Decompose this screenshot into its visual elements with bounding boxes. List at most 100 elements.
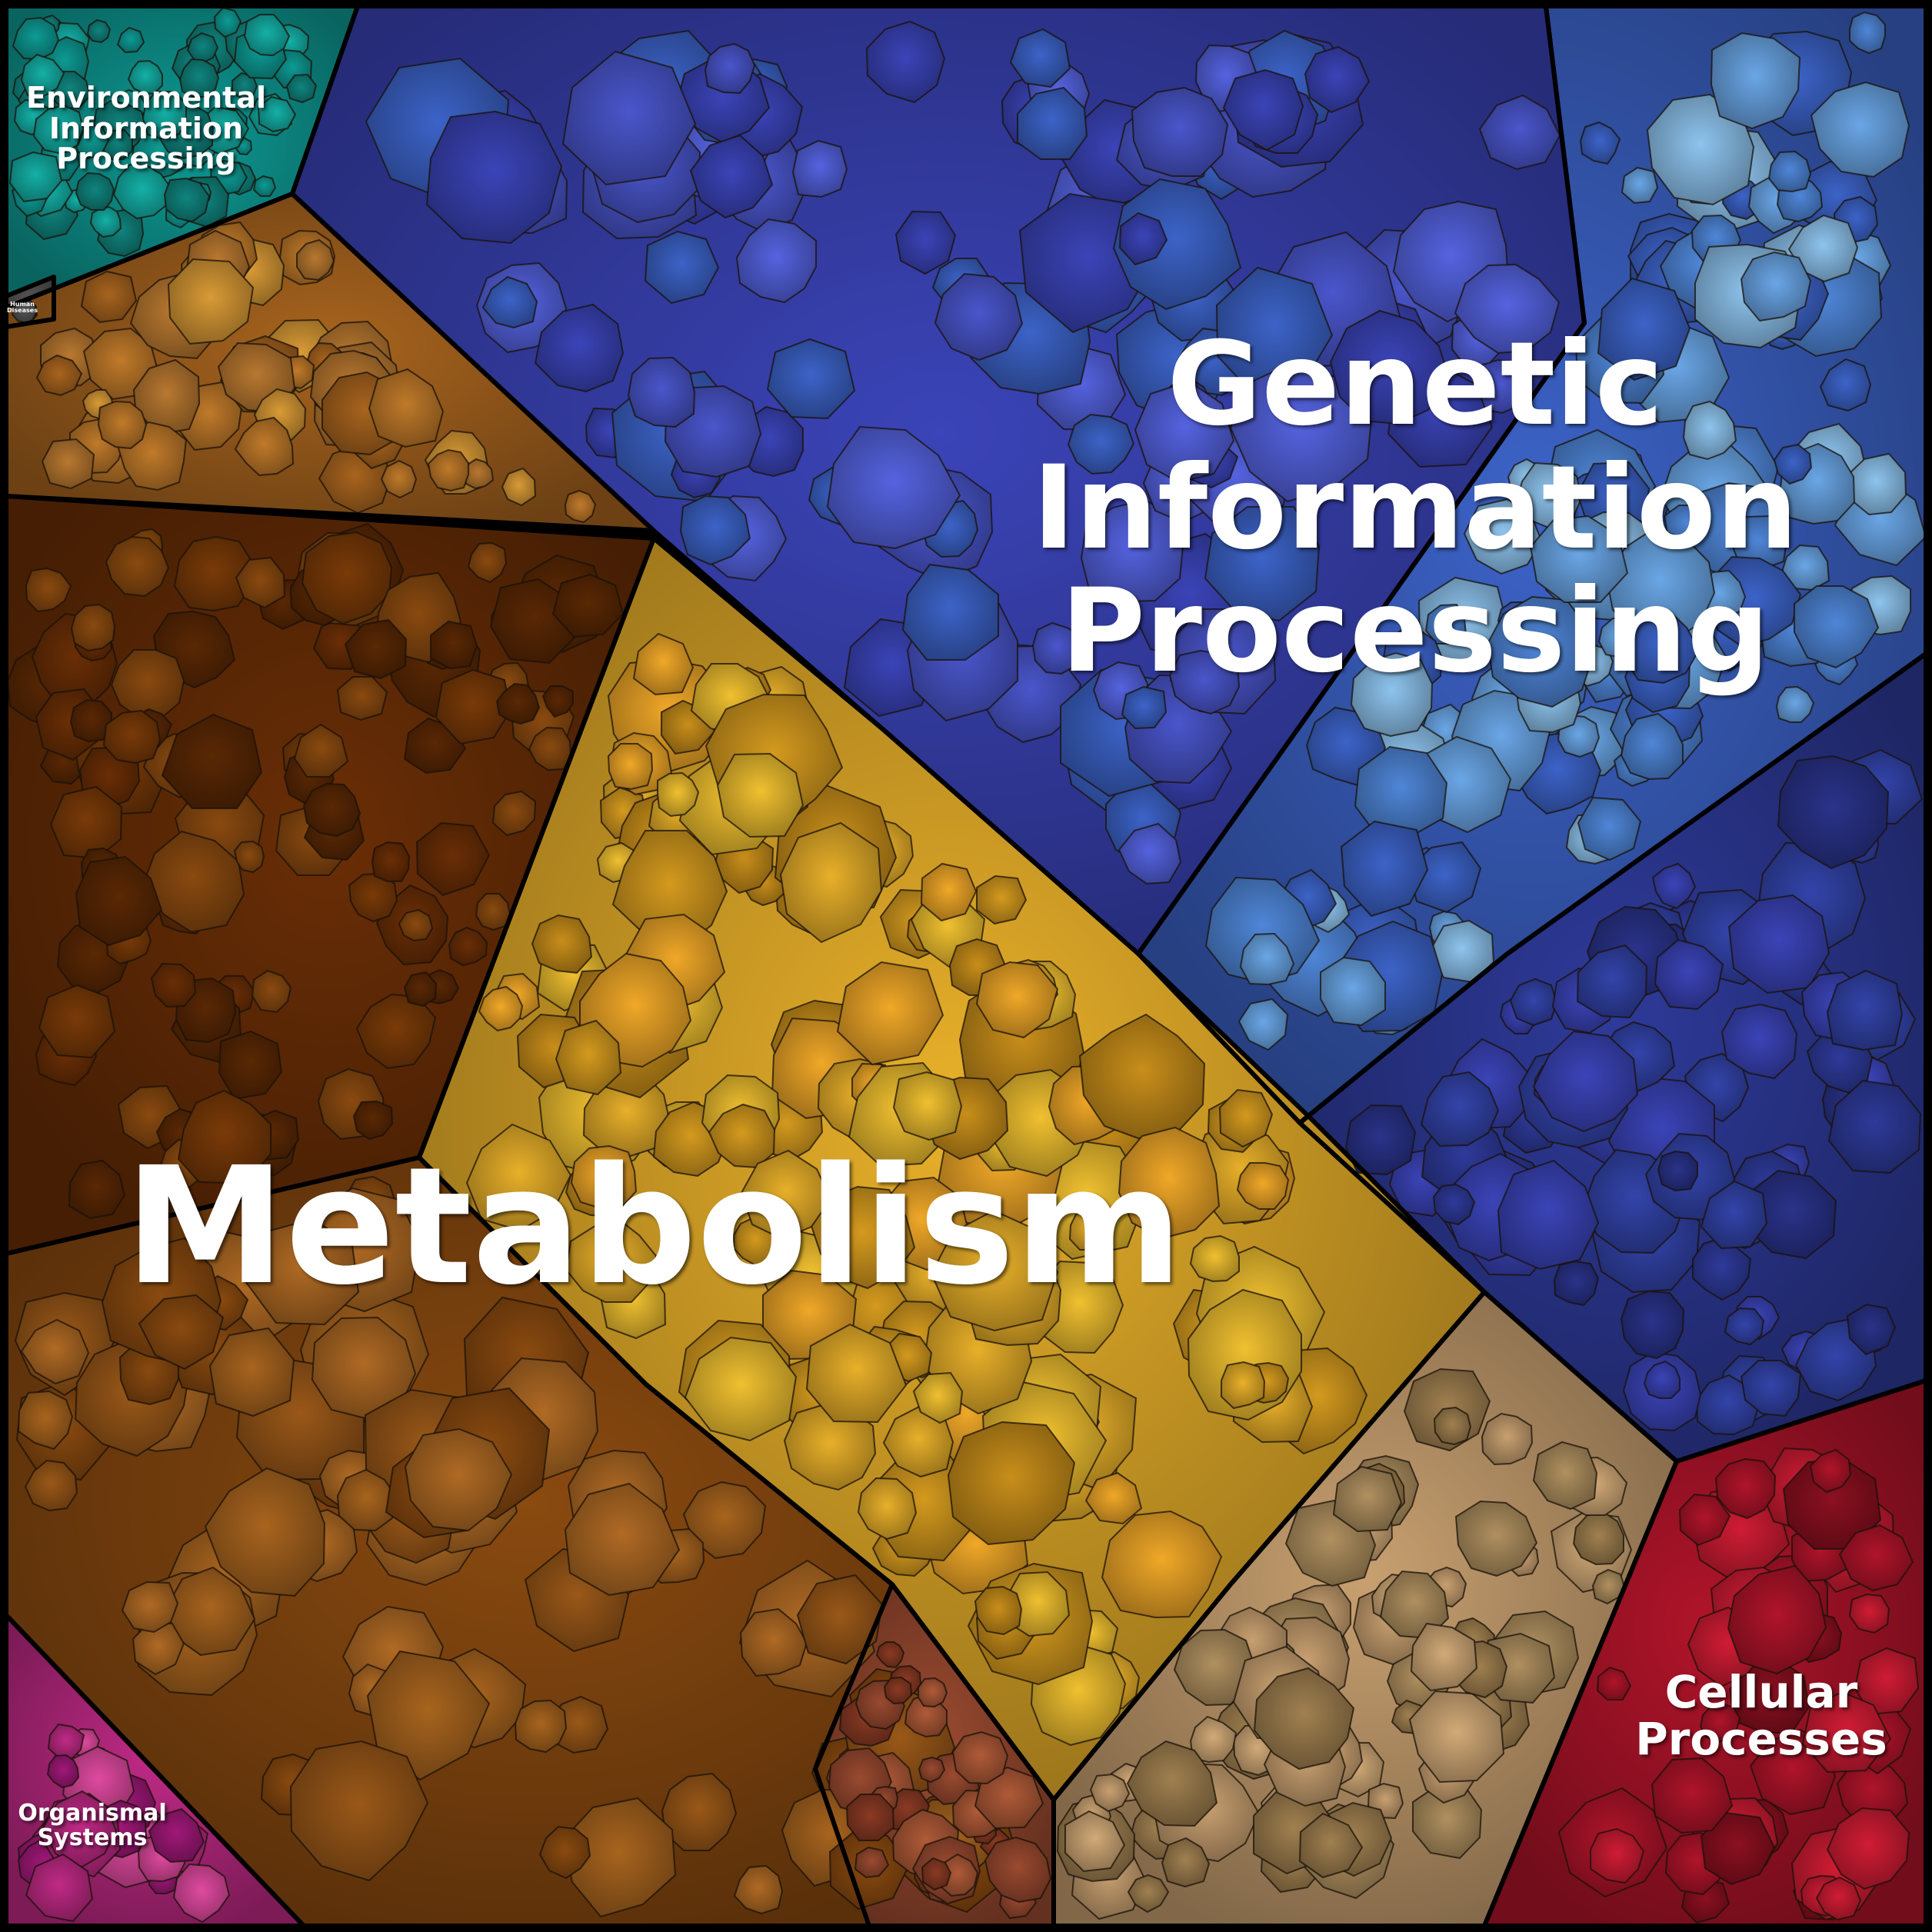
cell	[901, 563, 999, 661]
cell	[1350, 651, 1434, 738]
cell	[208, 1327, 295, 1417]
cell	[1775, 685, 1815, 723]
cell	[845, 1794, 895, 1841]
cell	[12, 16, 60, 61]
cell	[632, 632, 695, 696]
cell	[735, 218, 817, 304]
cell	[1577, 796, 1642, 861]
cell	[368, 368, 445, 448]
cell	[501, 467, 537, 507]
cell	[555, 1019, 622, 1096]
cell	[491, 790, 537, 837]
cell	[257, 95, 297, 133]
cell	[854, 1846, 890, 1879]
cell	[69, 698, 112, 743]
cell	[178, 58, 220, 98]
cell	[1682, 400, 1737, 461]
cell	[1424, 603, 1467, 645]
cell	[708, 1103, 776, 1169]
cell	[478, 985, 524, 1032]
cell	[311, 1316, 417, 1420]
cell	[766, 338, 856, 420]
cell	[105, 535, 170, 598]
cell	[733, 1864, 784, 1915]
cell	[163, 177, 211, 223]
cell	[1189, 1234, 1240, 1283]
cell	[293, 723, 349, 778]
cell	[934, 272, 1024, 361]
cell	[1826, 969, 1904, 1051]
cell	[684, 1336, 798, 1442]
cell	[430, 620, 478, 670]
cell	[1529, 515, 1629, 603]
cell	[1699, 1702, 1741, 1744]
cell	[1204, 506, 1321, 622]
cell	[551, 573, 625, 638]
cell	[1131, 86, 1229, 177]
cell	[1173, 1628, 1255, 1707]
cell	[918, 1677, 948, 1708]
cell	[796, 1574, 884, 1665]
cell	[141, 830, 245, 934]
cell	[739, 1607, 808, 1677]
cell	[1782, 1457, 1882, 1550]
cell	[930, 1209, 1059, 1332]
cell	[251, 969, 292, 1014]
cell	[1332, 1465, 1403, 1533]
cell	[80, 270, 138, 324]
cell	[46, 1754, 80, 1789]
cell	[1553, 1260, 1600, 1307]
cell	[177, 1089, 271, 1184]
cell	[951, 1730, 1009, 1785]
cell	[1454, 263, 1561, 355]
cell	[404, 1427, 513, 1532]
cell	[1720, 1003, 1798, 1080]
cell	[1646, 93, 1755, 206]
cell	[679, 495, 751, 566]
cell	[25, 1853, 94, 1923]
cell	[20, 1318, 90, 1385]
cell	[244, 1217, 360, 1326]
cell	[974, 1766, 1044, 1830]
cell	[1596, 1666, 1632, 1700]
cell	[42, 1790, 118, 1870]
cell	[984, 1836, 1052, 1904]
label-cellular-processes: Cellular Processes	[1635, 1666, 1887, 1765]
cell	[561, 50, 697, 186]
cell	[1121, 685, 1168, 730]
cell	[167, 258, 255, 345]
cell	[8, 151, 63, 203]
cell	[70, 603, 116, 652]
cell	[161, 713, 263, 809]
cell	[68, 1159, 126, 1220]
cell	[947, 1421, 1076, 1546]
cell	[371, 841, 411, 882]
cell	[150, 962, 197, 1008]
cell	[826, 425, 961, 550]
cell	[1253, 1667, 1355, 1770]
cell	[1078, 1013, 1206, 1140]
cell	[1486, 595, 1594, 708]
cell	[918, 1756, 946, 1784]
label-genetic-information-processing: Genetic Information Processing	[1032, 318, 1798, 698]
label-metabolism: Metabolism	[125, 1132, 1183, 1321]
cell	[882, 1405, 954, 1478]
cell	[805, 1323, 908, 1424]
cell	[1118, 1126, 1221, 1240]
cell	[204, 1467, 326, 1597]
cell	[1134, 380, 1235, 484]
cell	[1410, 1622, 1478, 1692]
cell	[1481, 1412, 1534, 1466]
cell	[1009, 28, 1071, 88]
cell	[1089, 1773, 1131, 1813]
cell	[1478, 94, 1561, 171]
cell	[564, 489, 597, 524]
cell	[235, 556, 286, 609]
cell	[704, 42, 756, 95]
cell	[425, 110, 563, 245]
cell	[716, 752, 804, 838]
cell	[1714, 1457, 1777, 1520]
cell	[1838, 1524, 1914, 1592]
